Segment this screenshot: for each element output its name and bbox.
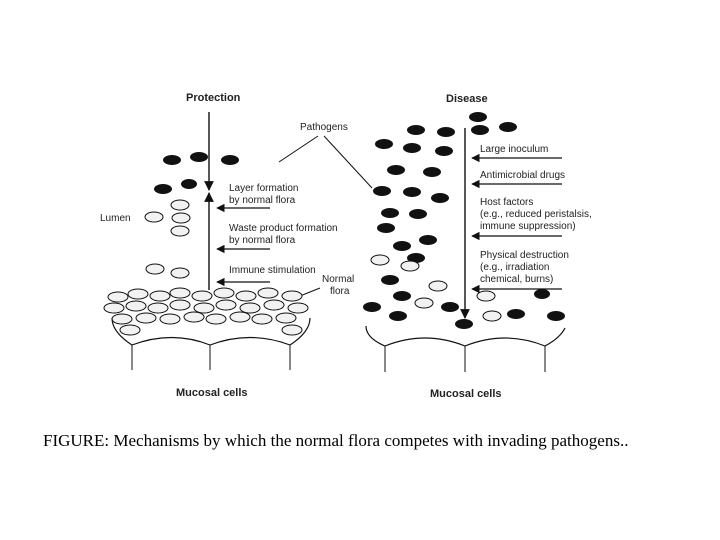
pathogens-pointer-right: [323, 135, 373, 189]
right-mucosal-label: Mucosal cells: [430, 388, 502, 400]
left-cell-boundaries: [131, 345, 291, 370]
normal-flora-label: Normal: [322, 274, 354, 285]
pathogens-pointer-left: [278, 135, 319, 163]
right-cell-boundaries: [384, 346, 546, 372]
factor-label: (e.g., irradiation: [480, 262, 549, 273]
mechanism-label: Immune stimulation: [229, 265, 316, 276]
factor-label: Large inoculum: [480, 144, 548, 155]
normal-flora-pointer: [299, 287, 321, 297]
figure-caption: FIGURE: Mechanisms by which the normal f…: [43, 431, 629, 450]
disease-title: Disease: [446, 93, 488, 105]
factor-label: Antimicrobial drugs: [480, 170, 565, 181]
pathogens-label: Pathogens: [300, 122, 348, 133]
mechanism-label: Waste product formation: [229, 223, 338, 234]
lumen-label: Lumen: [100, 213, 131, 224]
protection-title: Protection: [186, 92, 241, 104]
factor-label: chemical, burns): [480, 274, 553, 285]
right-pathogens: [363, 112, 565, 329]
mechanism-label: by normal flora: [229, 195, 296, 206]
left-pathogens: [154, 152, 239, 194]
left-mucosal-label: Mucosal cells: [176, 387, 248, 399]
left-floating-flora: [144, 199, 191, 279]
right-mucosal-cells: [365, 325, 566, 347]
factor-label: immune suppression): [480, 221, 576, 232]
mechanism-label: Layer formation: [229, 183, 298, 194]
factor-label: Host factors: [480, 197, 533, 208]
mechanism-label: by normal flora: [229, 235, 296, 246]
left-flora-layer: [103, 287, 309, 336]
factor-label: (e.g., reduced peristalsis,: [480, 209, 592, 220]
right-flora: [370, 254, 502, 322]
normal-flora-label: flora: [330, 286, 350, 297]
factor-label: Physical destruction: [480, 250, 569, 261]
